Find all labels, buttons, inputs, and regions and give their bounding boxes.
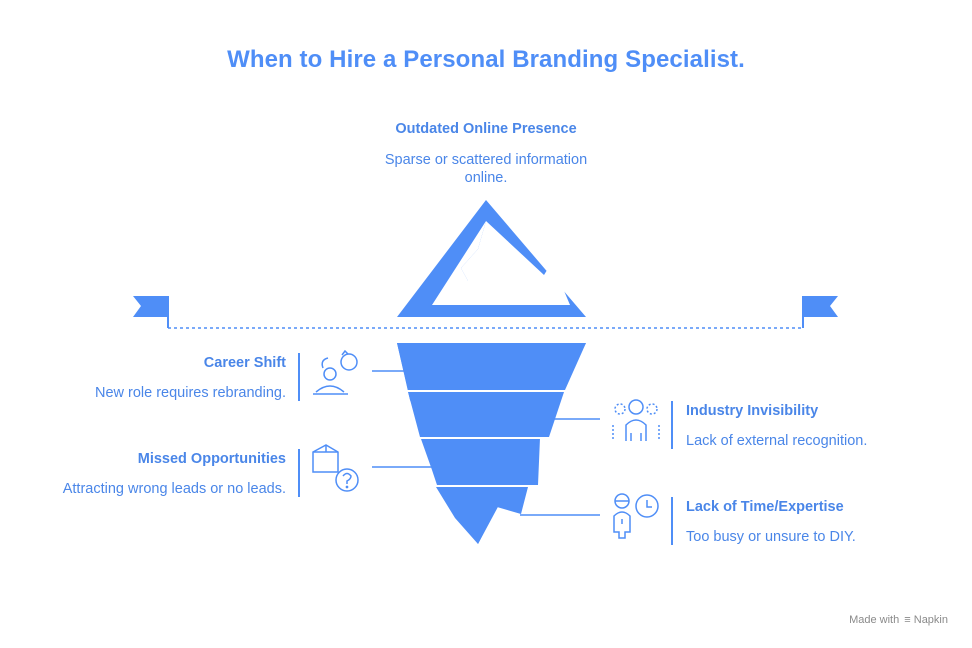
person-rotate-icon (313, 349, 358, 395)
napkin-brand-label: Napkin (913, 614, 948, 626)
lack-of-time-title: Lack of Time/Expertise (686, 499, 844, 515)
left-flag-icon (133, 296, 169, 328)
iceberg-base (397, 343, 586, 544)
industry-invisibility-divider (671, 401, 673, 449)
page-title: When to Hire a Personal Branding Special… (227, 46, 745, 73)
lack-of-time-divider (671, 497, 673, 545)
people-group-icon (612, 399, 660, 441)
top-item-title: Outdated Online Presence (395, 121, 577, 137)
person-clock-icon (613, 493, 659, 539)
missed-opportunities-divider (298, 449, 300, 497)
career-shift-description: New role requires rebranding. (94, 385, 286, 401)
iceberg-tip (397, 200, 586, 317)
napkin-watermark: Made with ≡ Napkin (849, 614, 948, 626)
napkin-logo-icon: ≡ (904, 614, 911, 626)
lack-of-time-description: Too busy or unsure to DIY. (686, 529, 856, 545)
career-shift-divider (298, 353, 300, 401)
industry-invisibility-title: Industry Invisibility (686, 403, 819, 419)
right-flag-icon (802, 296, 838, 328)
career-shift-title: Career Shift (203, 355, 286, 371)
missed-opportunities-description: Attracting wrong leads or no leads. (62, 481, 286, 497)
industry-invisibility-description: Lack of external recognition. (686, 433, 868, 449)
made-with-label: Made with (849, 614, 900, 626)
top-item-description: Sparse or scattered information online. (384, 152, 588, 186)
box-question-icon (312, 444, 359, 492)
missed-opportunities-title: Missed Opportunities (137, 451, 286, 467)
